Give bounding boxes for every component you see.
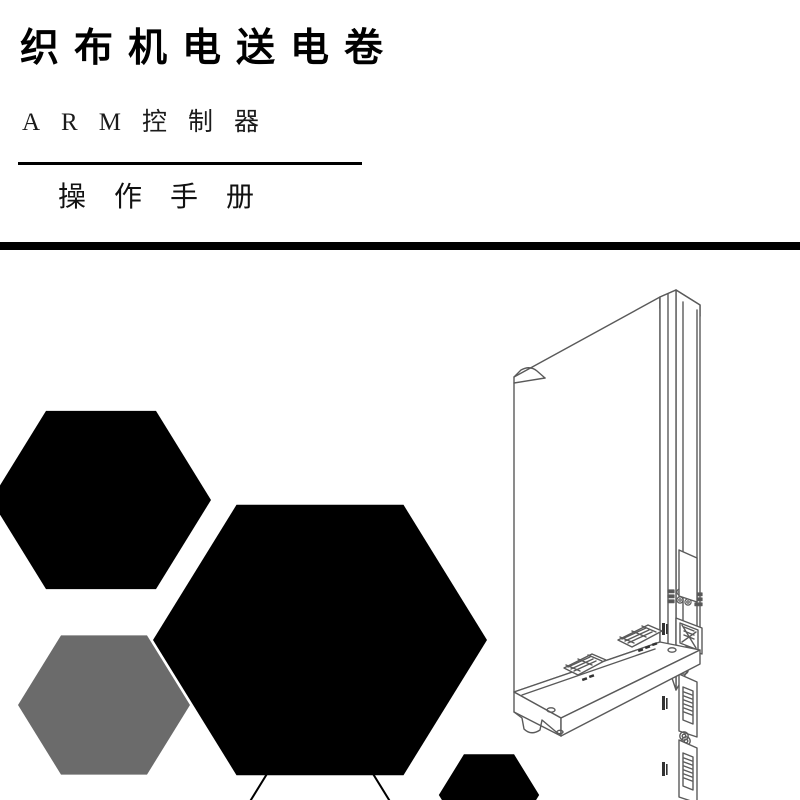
- hexagon-motif: [0, 410, 540, 800]
- hexagon-gray-small: [18, 635, 190, 775]
- manual-type-label: 操作手册: [58, 182, 283, 213]
- hexagon-outline-a: [249, 768, 391, 800]
- cover-artwork: [0, 250, 800, 800]
- hexagon-outline-b: [438, 754, 540, 800]
- hexagon-large-center: [153, 504, 487, 776]
- cover-header: 织布机电送电卷 ARM控制器 操作手册: [0, 0, 800, 242]
- product-subtitle: ARM控制器: [22, 109, 280, 136]
- hexagon-large-left: [0, 410, 211, 590]
- page-title: 织布机电送电卷: [20, 26, 399, 71]
- header-band-divider: [0, 242, 800, 250]
- title-divider-rule: [18, 162, 362, 165]
- hexagon-black-small: [440, 755, 538, 800]
